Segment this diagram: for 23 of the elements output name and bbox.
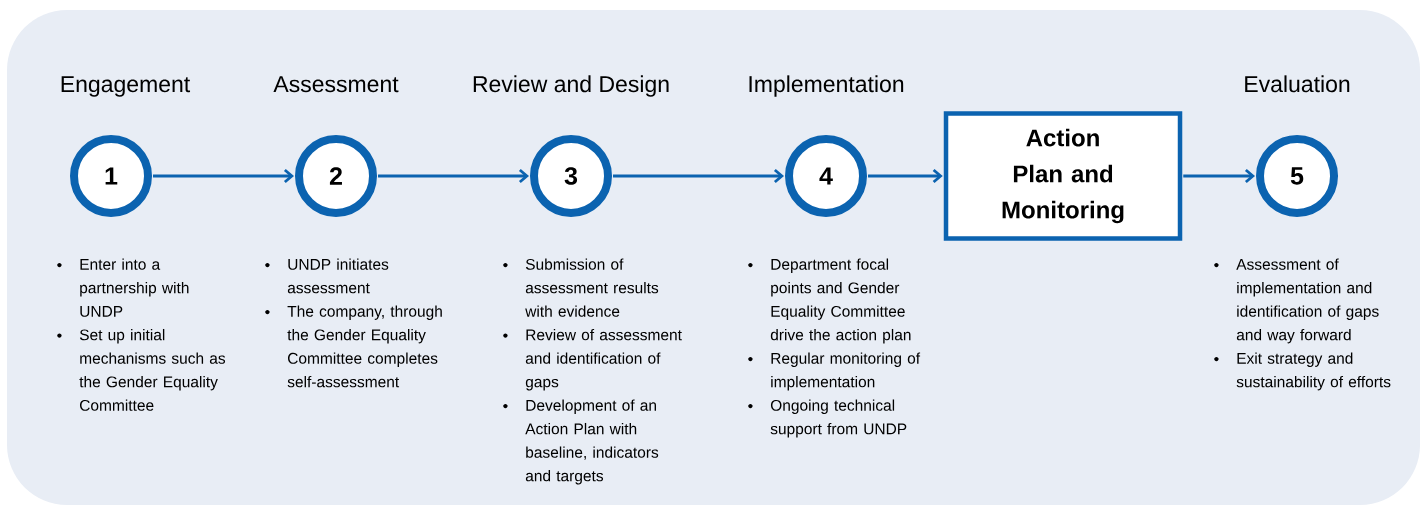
bullet-item: UNDP initiates assessment: [265, 258, 389, 294]
arrow: [868, 168, 943, 184]
step-heading: Assessment: [273, 76, 399, 93]
bullet-item: Assessment of implementation and identification of gaps and way forward: [1214, 258, 1379, 344]
bullet-item: Set up initial mechanisms such as the Gender Equality Committee: [57, 328, 226, 411]
arrow: [378, 168, 529, 184]
bullet-item: Development of an Action Plan with baseline, indicators and targets: [503, 399, 659, 485]
bullet-item: Submission of assessment results with evidence: [503, 258, 659, 317]
bullet-item: The company, through the Gender Equality Committee completes self-assessment: [265, 305, 442, 388]
arrow: [1183, 168, 1255, 184]
step-heading: Implementation: [749, 75, 904, 97]
step-heading: Evaluation: [1245, 75, 1350, 93]
bullet-item: Regular monitoring of implementation: [748, 352, 921, 391]
bullet-item: Enter into a partnership with UNDP: [57, 258, 189, 317]
bullet-item: Exit strategy and sustainability of efforts: [1214, 352, 1391, 391]
step-heading: Review and Design: [473, 75, 669, 97]
process-box: Action Plan and Monitoring: [943, 111, 1183, 241]
arrow: [613, 168, 784, 184]
bullet-item: Department focal points and Gender Equality Committee drive the action plan: [748, 258, 911, 344]
bullet-item: Ongoing technical support from UNDP: [748, 399, 907, 438]
step-heading: Engagement: [61, 76, 191, 97]
arrow: [153, 168, 294, 184]
bullet-item: Review of assessment and identification of gaps: [503, 328, 682, 391]
